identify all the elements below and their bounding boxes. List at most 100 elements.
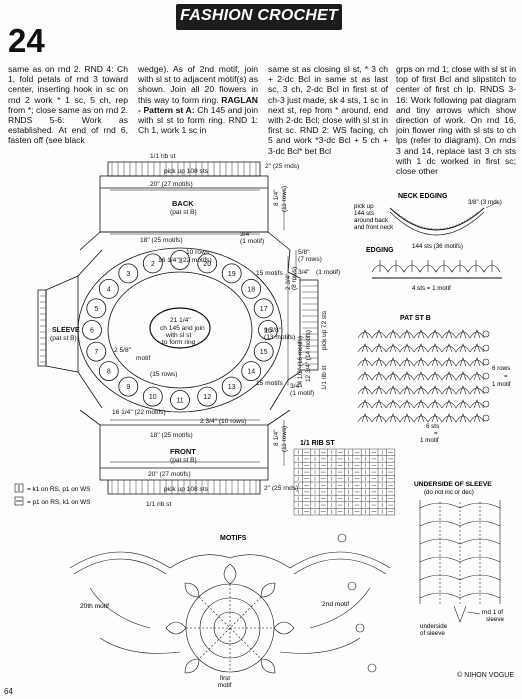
- pat-b-cluster: [375, 385, 383, 395]
- r-pick72-label: pick up 72 sts: [321, 311, 328, 350]
- neck-rnds: 3/8" (3 rnds): [468, 199, 502, 206]
- center-label-4: to form ring: [162, 339, 196, 346]
- r234-sub: (8 rows): [291, 267, 298, 290]
- motif-circle: [170, 390, 190, 410]
- pat-b-cluster: [375, 343, 383, 353]
- pat-b-cluster: [431, 329, 439, 339]
- pat-b-cluster: [361, 399, 369, 409]
- side-15b: 15 motifs: [256, 380, 283, 387]
- pat-b-cluster: [417, 343, 425, 353]
- pat-b-cluster: [431, 343, 439, 353]
- rib-legend: = k1 on RS, p1 on WS = p1 on RS, k1 on W…: [14, 483, 90, 506]
- pat-b-sts2: =: [434, 430, 438, 437]
- r34b-label: 3/4": [290, 383, 302, 390]
- pat-b-cluster: [445, 343, 453, 353]
- pat-b-cluster: [473, 399, 481, 409]
- r1234-label: 12 3/4" (14 motifs): [305, 330, 312, 382]
- bottom-234-label: 2 3/4" (10 rows): [200, 418, 246, 425]
- pat-b-cluster: [417, 385, 425, 395]
- pat-b-cluster: [473, 329, 481, 339]
- pat-b-cluster: [445, 413, 453, 423]
- motif-circle: [98, 278, 119, 299]
- motif-2nd: 2nd motif: [322, 601, 349, 608]
- back-18-label: 18" (25 motifs): [140, 237, 183, 244]
- col2-text: wedge). As of 2nd motif, join with sl st…: [138, 64, 258, 105]
- motif-circle: [86, 298, 107, 319]
- motif-circle: [258, 320, 278, 340]
- pat-b-cluster: [361, 413, 369, 423]
- pattern-b-diagram: PAT ST B 6 rows = 1 motif 6 sts = 1 moti…: [357, 315, 511, 444]
- motif-number: 17: [260, 306, 268, 313]
- pat-b-cluster: [431, 385, 439, 395]
- rows15-label: (15 rows): [150, 371, 177, 378]
- sleeve-rnd1: rnd 1 of: [482, 609, 503, 616]
- pat-b-cluster: [459, 385, 467, 395]
- magazine-title: FASHION CROCHET: [180, 7, 338, 24]
- pat-b-cluster: [459, 371, 467, 381]
- motif-number: 7: [94, 349, 98, 356]
- pat-b-cluster: [361, 329, 369, 339]
- text-column-2: wedge). As of 2nd motif, join with sl st…: [138, 64, 258, 135]
- pat-b-cluster: [403, 329, 411, 339]
- edging-title: EDGING: [366, 247, 394, 254]
- edging-repeat: 4 sts = 1 motif: [412, 285, 451, 292]
- r938-sub: (13 motifs): [264, 334, 295, 341]
- back-8in-label: 8 1/4": [273, 190, 280, 206]
- pat-b-cluster: [459, 399, 467, 409]
- pat-b-title: PAT ST B: [400, 315, 431, 322]
- motif-number: 14: [247, 369, 255, 376]
- pat-b-cluster: [375, 371, 383, 381]
- neck-edging-diagram: NECK EDGING pick up 144 sts around back …: [354, 193, 502, 250]
- r34-label: 3/4": [298, 269, 310, 276]
- col2-rest: Ch 145 and join with sl st to form ring.…: [138, 104, 259, 136]
- motif-number: 4: [107, 286, 111, 293]
- sleeve-pattern: (pat st B): [50, 335, 77, 342]
- pat-b-cluster: [431, 413, 439, 423]
- r1412-label: 14 1/2" (16 motifs): [297, 336, 304, 388]
- back-34-label: 3/4": [240, 231, 252, 238]
- motif-number: 9: [126, 384, 130, 391]
- back-pattern: (pat st B): [170, 209, 197, 216]
- pickup-top-label: pick up 108 sts: [164, 168, 209, 175]
- r258-label: 2 5/8": [114, 347, 132, 354]
- pat-b-cluster: [403, 371, 411, 381]
- pat-b-cluster: [445, 329, 453, 339]
- back-34-sub: (1 motif): [240, 238, 264, 245]
- motif-number: 8: [107, 369, 111, 376]
- motif-20th: 20th motif: [80, 603, 109, 610]
- pat-b-cluster: [389, 357, 397, 367]
- back-title: BACK: [172, 199, 194, 208]
- pat-b-cluster: [445, 371, 453, 381]
- neck-motifs: 144 sts (36 motifs): [412, 243, 463, 250]
- text-column-3: same st as closing sl st, * 3 ch + 2-dc …: [268, 64, 388, 156]
- motif-circle: [142, 386, 163, 407]
- neck-edging-title: NECK EDGING: [398, 193, 448, 200]
- pat-b-cluster: [445, 399, 453, 409]
- motif-circle: [253, 298, 274, 319]
- pat-b-cluster: [403, 357, 411, 367]
- motif-number: 13: [228, 384, 236, 391]
- motif-circle: [118, 263, 139, 284]
- center-label-2: ch 145 and join: [160, 325, 205, 332]
- pat-b-row-marker: [482, 358, 490, 366]
- front-title: FRONT: [170, 447, 196, 456]
- motif-number: 16: [264, 328, 272, 335]
- motif-number: 1: [178, 258, 182, 265]
- pat-b-row-marker: [482, 372, 490, 380]
- motif-circle: [241, 278, 262, 299]
- pat-b-cluster: [417, 399, 425, 409]
- sleeve-word: sleeve: [486, 616, 504, 623]
- r-rib-label: 1/1 rib st: [321, 365, 328, 390]
- side-15a: 15 motifs: [256, 270, 283, 277]
- pat-b-cluster: [473, 413, 481, 423]
- pat-b-sts3: 1 motif: [420, 437, 439, 444]
- pat-b-cluster: [459, 357, 467, 367]
- sleeve-underside-2: of sleeve: [420, 630, 445, 637]
- motif-circle: [197, 386, 218, 407]
- bottom-20-label: 20" (27 motifs): [148, 471, 191, 478]
- pat-b-cluster: [431, 399, 439, 409]
- center-label-3: with sl st: [165, 332, 191, 339]
- sleeve-under-sub: (do not inc or dec): [424, 489, 474, 496]
- pat-b-cluster: [417, 413, 425, 423]
